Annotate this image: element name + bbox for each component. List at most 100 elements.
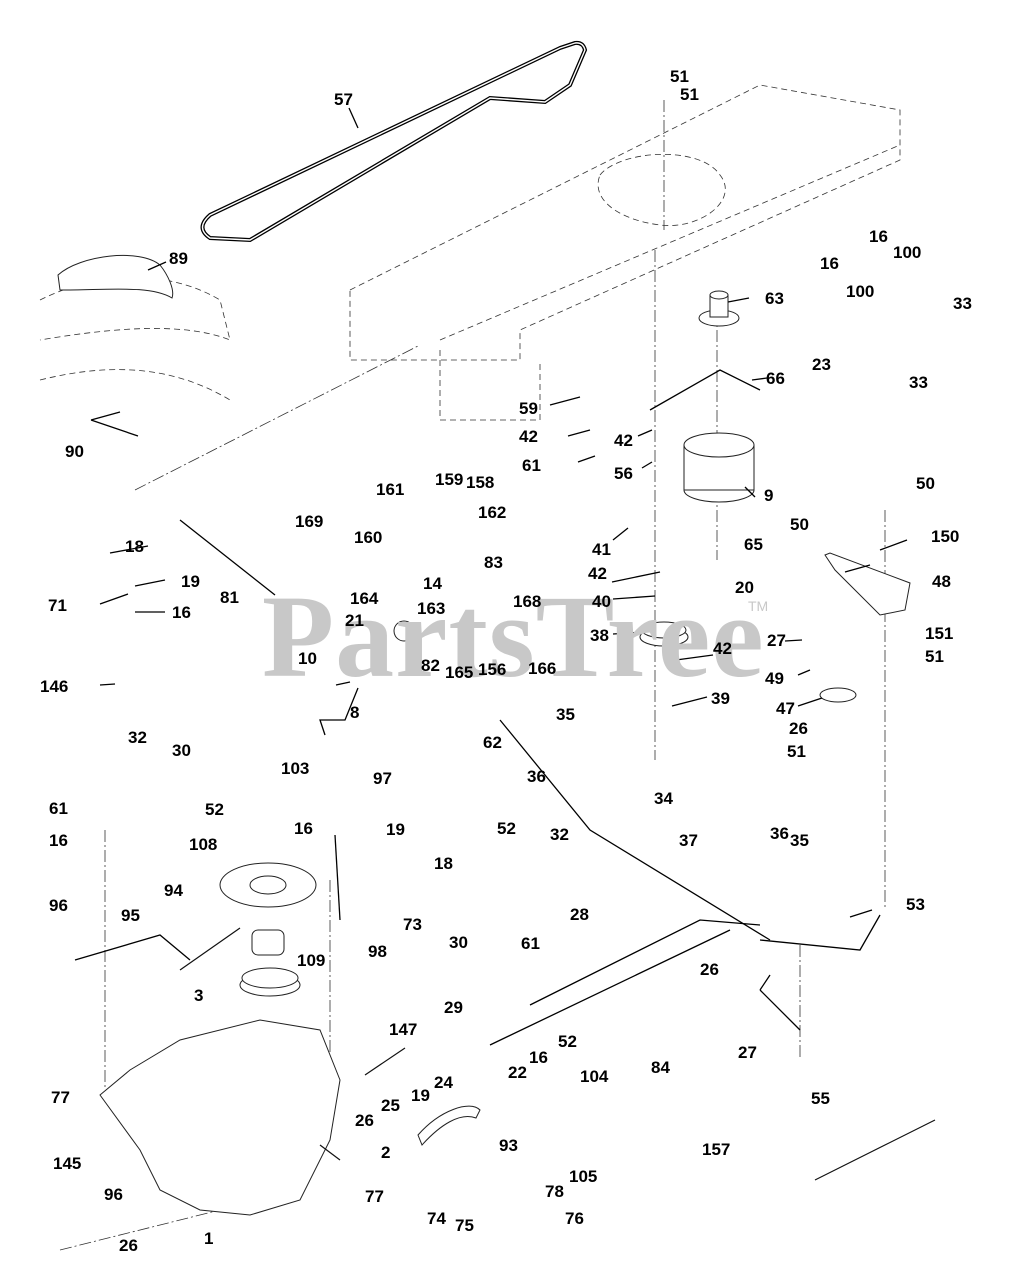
callout-16[interactable]: 16 xyxy=(49,831,68,850)
callout-151[interactable]: 151 xyxy=(925,624,954,643)
callout-93[interactable]: 93 xyxy=(499,1136,518,1155)
callout-25[interactable]: 25 xyxy=(381,1096,400,1115)
callout-95[interactable]: 95 xyxy=(121,906,140,925)
callout-27[interactable]: 27 xyxy=(738,1043,757,1062)
callout-22[interactable]: 22 xyxy=(508,1063,527,1082)
callout-74[interactable]: 74 xyxy=(427,1209,446,1228)
callout-165[interactable]: 165 xyxy=(445,663,474,682)
callout-35[interactable]: 35 xyxy=(556,705,575,724)
callout-26[interactable]: 26 xyxy=(119,1236,138,1255)
callout-21[interactable]: 21 xyxy=(345,611,364,630)
callout-33[interactable]: 33 xyxy=(953,294,972,313)
callout-163[interactable]: 163 xyxy=(417,599,446,618)
callout-164[interactable]: 164 xyxy=(350,589,379,608)
callout-158[interactable]: 158 xyxy=(466,473,495,492)
callout-94[interactable]: 94 xyxy=(164,881,183,900)
callout-26[interactable]: 26 xyxy=(355,1111,374,1130)
callout-82[interactable]: 82 xyxy=(421,656,440,675)
callout-18[interactable]: 18 xyxy=(125,537,144,556)
callout-41[interactable]: 41 xyxy=(592,540,611,559)
callout-159[interactable]: 159 xyxy=(435,470,464,489)
callout-19[interactable]: 19 xyxy=(411,1086,430,1105)
callout-161[interactable]: 161 xyxy=(376,480,405,499)
callout-24[interactable]: 24 xyxy=(434,1073,453,1092)
callout-89[interactable]: 89 xyxy=(169,249,188,268)
callout-59[interactable]: 59 xyxy=(519,399,538,418)
callout-28[interactable]: 28 xyxy=(570,905,589,924)
callout-51[interactable]: 51 xyxy=(670,67,689,86)
callout-42[interactable]: 42 xyxy=(519,427,538,446)
callout-108[interactable]: 108 xyxy=(189,835,218,854)
callout-27[interactable]: 27 xyxy=(767,631,786,650)
callout-109[interactable]: 109 xyxy=(297,951,326,970)
callout-50[interactable]: 50 xyxy=(790,515,809,534)
callout-61[interactable]: 61 xyxy=(522,456,541,475)
callout-19[interactable]: 19 xyxy=(386,820,405,839)
callout-97[interactable]: 97 xyxy=(373,769,392,788)
callout-14[interactable]: 14 xyxy=(423,574,442,593)
callout-35[interactable]: 35 xyxy=(790,831,809,850)
callout-150[interactable]: 150 xyxy=(931,527,960,546)
callout-160[interactable]: 160 xyxy=(354,528,383,547)
callout-51[interactable]: 51 xyxy=(925,647,944,666)
callout-103[interactable]: 103 xyxy=(281,759,310,778)
callout-71[interactable]: 71 xyxy=(48,596,67,615)
callout-10[interactable]: 10 xyxy=(298,649,317,668)
callout-96[interactable]: 96 xyxy=(49,896,68,915)
callout-84[interactable]: 84 xyxy=(651,1058,670,1077)
callout-40[interactable]: 40 xyxy=(592,592,611,611)
callout-9[interactable]: 9 xyxy=(764,486,774,505)
callout-16[interactable]: 16 xyxy=(172,603,191,622)
callout-61[interactable]: 61 xyxy=(521,934,540,953)
callout-52[interactable]: 52 xyxy=(497,819,516,838)
callout-73[interactable]: 73 xyxy=(403,915,422,934)
callout-51[interactable]: 51 xyxy=(680,85,699,104)
callout-166[interactable]: 166 xyxy=(528,659,557,678)
callout-76[interactable]: 76 xyxy=(565,1209,584,1228)
callout-47[interactable]: 47 xyxy=(776,699,795,718)
callout-19[interactable]: 19 xyxy=(181,572,200,591)
callout-48[interactable]: 48 xyxy=(932,572,951,591)
callout-18[interactable]: 18 xyxy=(434,854,453,873)
callout-29[interactable]: 29 xyxy=(444,998,463,1017)
callout-34[interactable]: 34 xyxy=(654,789,673,808)
callout-56[interactable]: 56 xyxy=(614,464,633,483)
callout-49[interactable]: 49 xyxy=(765,669,784,688)
callout-157[interactable]: 157 xyxy=(702,1140,731,1159)
callout-30[interactable]: 30 xyxy=(449,933,468,952)
callout-77[interactable]: 77 xyxy=(365,1187,384,1206)
callout-61[interactable]: 61 xyxy=(49,799,68,818)
callout-146[interactable]: 146 xyxy=(40,677,69,696)
callout-36[interactable]: 36 xyxy=(770,824,789,843)
callout-20[interactable]: 20 xyxy=(735,578,754,597)
callout-81[interactable]: 81 xyxy=(220,588,239,607)
callout-42[interactable]: 42 xyxy=(614,431,633,450)
callout-2[interactable]: 2 xyxy=(381,1143,391,1162)
callout-90[interactable]: 90 xyxy=(65,442,84,461)
callout-96[interactable]: 96 xyxy=(104,1185,123,1204)
callout-53[interactable]: 53 xyxy=(906,895,925,914)
callout-50[interactable]: 50 xyxy=(916,474,935,493)
callout-52[interactable]: 52 xyxy=(558,1032,577,1051)
callout-8[interactable]: 8 xyxy=(350,703,360,722)
callout-52[interactable]: 52 xyxy=(205,800,224,819)
callout-26[interactable]: 26 xyxy=(789,719,808,738)
callout-66[interactable]: 66 xyxy=(766,369,785,388)
callout-39[interactable]: 39 xyxy=(711,689,730,708)
callout-38[interactable]: 38 xyxy=(590,626,609,645)
callout-16[interactable]: 16 xyxy=(529,1048,548,1067)
callout-26[interactable]: 26 xyxy=(700,960,719,979)
callout-32[interactable]: 32 xyxy=(550,825,569,844)
callout-16[interactable]: 16 xyxy=(294,819,313,838)
callout-42[interactable]: 42 xyxy=(588,564,607,583)
callout-169[interactable]: 169 xyxy=(295,512,324,531)
callout-51[interactable]: 51 xyxy=(787,742,806,761)
callout-156[interactable]: 156 xyxy=(478,660,507,679)
callout-63[interactable]: 63 xyxy=(765,289,784,308)
callout-57[interactable]: 57 xyxy=(334,90,353,109)
callout-83[interactable]: 83 xyxy=(484,553,503,572)
callout-1[interactable]: 1 xyxy=(204,1229,214,1248)
callout-100[interactable]: 100 xyxy=(846,282,875,301)
callout-105[interactable]: 105 xyxy=(569,1167,598,1186)
callout-65[interactable]: 65 xyxy=(744,535,763,554)
